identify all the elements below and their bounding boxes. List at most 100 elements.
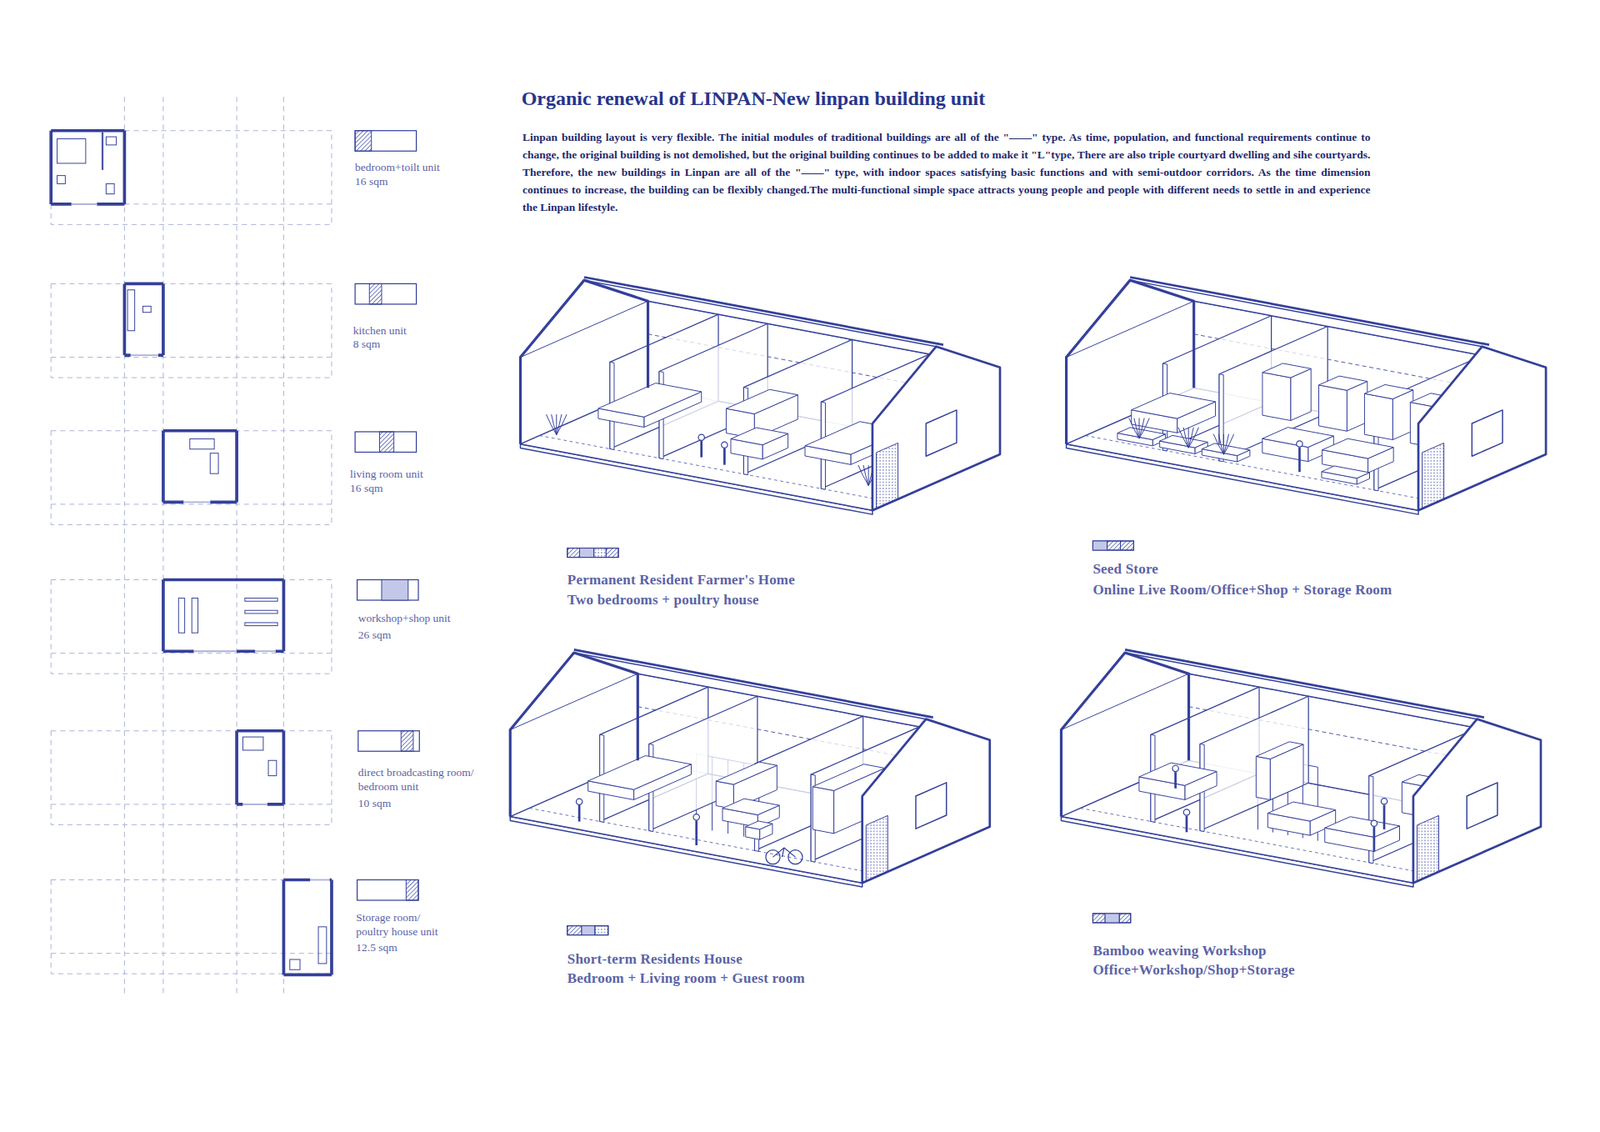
gable-tie <box>510 673 638 730</box>
person <box>1298 447 1301 472</box>
furniture <box>1262 372 1291 421</box>
swatch-segment <box>580 548 595 558</box>
door-opening <box>194 650 237 652</box>
person <box>1185 815 1189 833</box>
plan-furniture <box>245 598 278 602</box>
person-head <box>693 814 700 820</box>
furniture <box>715 761 777 785</box>
scaled-layer <box>50 96 1546 995</box>
plant <box>1223 434 1234 455</box>
furniture <box>1321 465 1370 479</box>
axonometric-house <box>510 649 990 887</box>
plan-outline <box>50 880 332 975</box>
corridor-line <box>50 952 332 954</box>
swatch-segment <box>1120 540 1134 550</box>
swatch-segment <box>1107 540 1121 550</box>
plant <box>1139 418 1145 439</box>
door-opening <box>242 803 267 805</box>
swatch-segment <box>381 580 409 600</box>
plan-furniture <box>242 736 263 750</box>
gable-tie <box>1060 673 1189 730</box>
gable-tie <box>520 300 648 357</box>
unit-name: kitchen unit <box>353 323 407 338</box>
swatch-segment <box>355 130 372 151</box>
swatch-segment <box>594 548 607 558</box>
end-wall <box>862 719 990 884</box>
swatch-segment <box>605 548 619 558</box>
door-opening <box>310 879 330 881</box>
furniture <box>1364 393 1393 440</box>
person <box>578 805 581 822</box>
plant <box>551 414 557 435</box>
unit-area: 16 sqm <box>355 174 388 189</box>
swatch-segment <box>1105 913 1120 923</box>
person <box>700 440 703 458</box>
unit-swatch <box>355 283 416 304</box>
door <box>865 815 888 881</box>
unit-swatch <box>1092 540 1134 550</box>
person-head <box>1296 440 1303 447</box>
plant <box>863 465 869 485</box>
furniture <box>1325 816 1400 838</box>
plan-furniture <box>268 760 277 775</box>
grid-line <box>283 96 285 995</box>
person <box>723 448 726 465</box>
description-paragraph: Linpan building layout is very flexible.… <box>522 128 1371 216</box>
person-head <box>575 798 582 805</box>
door-opening <box>183 501 210 504</box>
furniture <box>1139 762 1217 785</box>
unit-swatch <box>355 431 416 452</box>
window <box>1466 782 1498 829</box>
grid-line <box>124 96 125 995</box>
house-title: Permanent Resident Farmer's Home <box>567 570 795 590</box>
person-head <box>1183 809 1190 815</box>
swatch-segment <box>595 925 609 935</box>
plan-furniture <box>245 622 278 626</box>
gable-tie <box>1066 300 1195 357</box>
unit-swatch <box>567 925 609 935</box>
grid-line <box>162 96 164 995</box>
unit-name: Storage room/ poultry house unit <box>355 910 448 939</box>
person <box>1383 805 1386 830</box>
door <box>1422 442 1445 509</box>
swatch-segment <box>1092 913 1105 923</box>
unit-swatch <box>357 880 419 900</box>
gable-section <box>1060 652 1189 817</box>
furniture <box>725 389 798 414</box>
corridor-line <box>50 203 332 205</box>
swatch-segment <box>567 925 582 935</box>
house-title: Short-term Residents House <box>567 949 743 969</box>
furniture <box>1364 384 1413 399</box>
person <box>1174 771 1177 789</box>
unit-wall <box>283 880 332 975</box>
unit-swatch <box>355 130 416 151</box>
person-head <box>1172 765 1179 771</box>
furniture <box>1255 741 1304 760</box>
plant <box>1183 427 1189 448</box>
furniture <box>1322 438 1395 459</box>
bicycle-wheel <box>765 850 780 865</box>
plant <box>1188 427 1194 448</box>
unit-name: bedroom+toilt unit <box>355 160 440 175</box>
plan-outline <box>50 283 332 378</box>
person-head <box>1370 820 1377 826</box>
plant <box>556 414 567 435</box>
furniture <box>745 820 773 830</box>
swatch-segment <box>1092 540 1107 550</box>
furniture <box>722 798 780 815</box>
unit-wall <box>124 283 164 355</box>
plant <box>1223 434 1229 455</box>
axonometric-house <box>1066 276 1547 515</box>
furniture <box>1262 427 1335 448</box>
plan-furniture <box>105 136 116 145</box>
door-opening <box>255 650 275 652</box>
plant <box>1129 418 1140 439</box>
furniture <box>1267 801 1335 821</box>
title: Organic renewal of LINPAN-New linpan bui… <box>521 87 986 110</box>
unit-swatch <box>1092 913 1130 923</box>
plant <box>1178 427 1189 448</box>
furniture <box>730 427 789 445</box>
swatch-segment <box>400 730 414 751</box>
door <box>876 442 899 509</box>
